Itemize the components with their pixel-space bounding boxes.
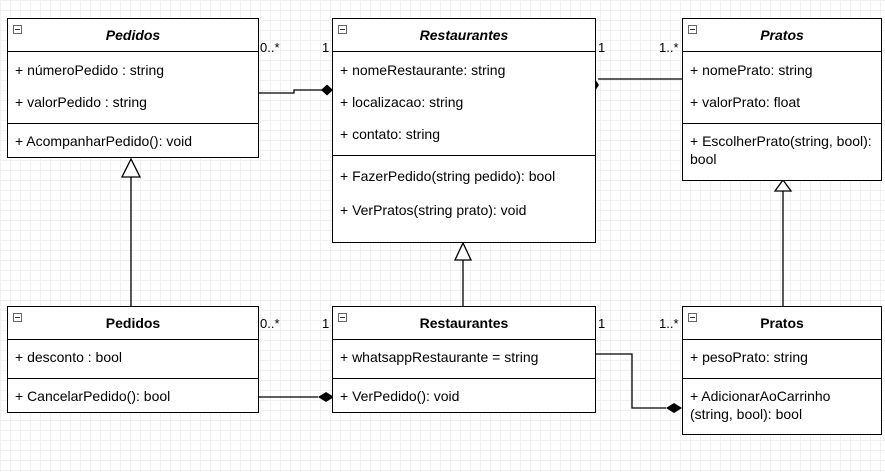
attribute[interactable]: + valorPrato: float	[690, 94, 801, 110]
class-header[interactable]: Restaurantes	[333, 307, 595, 340]
methods-section: + AcompanharPedido(): void	[8, 124, 258, 159]
class-name: Pedidos	[105, 27, 161, 43]
collapse-icon[interactable]	[338, 25, 347, 34]
collapse-icon[interactable]	[338, 313, 347, 322]
composition-diamond	[318, 392, 334, 402]
methods-section: + AdicionarAoCarrinho (string, bool): bo…	[683, 379, 881, 436]
attribute[interactable]: + whatsappRestaurante = string	[340, 349, 539, 365]
inheritance-arrowhead	[120, 157, 142, 178]
class-header[interactable]: Pedidos	[8, 307, 258, 340]
method[interactable]: + VerPratos(string prato): void	[340, 202, 527, 218]
class-header[interactable]: Pratos	[683, 307, 881, 340]
multiplicity-label: 1	[322, 40, 330, 55]
collapse-icon[interactable]	[688, 313, 697, 322]
attribute[interactable]: + nomePrato: string	[690, 62, 813, 78]
inheritance-arrowhead	[453, 241, 473, 261]
attribute[interactable]: + pesoPrato: string	[690, 349, 808, 365]
methods-section: + EscolherPrato(string, bool): bool	[683, 124, 881, 182]
multiplicity-label: 1..*	[659, 40, 679, 55]
collapse-icon[interactable]	[688, 25, 697, 34]
class-pratos[interactable]: Pratos + pesoPrato: string + AdicionarAo…	[682, 306, 882, 435]
class-pedidos[interactable]: Pedidos + desconto : bool + CancelarPedi…	[7, 306, 259, 413]
collapse-icon[interactable]	[13, 25, 22, 34]
class-restaurantes[interactable]: Restaurantes + whatsappRestaurante = str…	[332, 306, 596, 413]
methods-section: + FazerPedido(string pedido): bool + Ver…	[333, 156, 595, 244]
assoc-pedidos-restaurantes-top[interactable]	[258, 89, 329, 94]
method[interactable]: + FazerPedido(string pedido): bool	[340, 168, 556, 184]
multiplicity-label: 1	[598, 316, 606, 331]
methods-section: + CancelarPedido(): bool	[8, 379, 258, 414]
class-name: Pratos	[760, 27, 804, 43]
attributes-section: + pesoPrato: string	[683, 340, 881, 379]
method[interactable]: + EscolherPrato(string, bool): bool	[690, 133, 872, 167]
attribute[interactable]: + localizacao: string	[340, 94, 464, 110]
attributes-section: + desconto : bool	[8, 340, 258, 379]
attribute[interactable]: + desconto : bool	[15, 349, 123, 365]
multiplicity-label: 1	[322, 316, 330, 331]
attributes-section: + whatsappRestaurante = string	[333, 340, 595, 379]
attributes-section: + nomeRestaurante: string + localizacao:…	[333, 52, 595, 156]
composition-diamond	[666, 403, 682, 413]
method[interactable]: + CancelarPedido(): bool	[15, 388, 171, 404]
class-name: Restaurantes	[419, 27, 509, 43]
composition-diamond	[321, 84, 333, 96]
collapse-icon[interactable]	[13, 313, 22, 322]
attribute[interactable]: + nomeRestaurante: string	[340, 62, 506, 78]
class-name: Pratos	[760, 315, 804, 331]
attributes-section: + nomePrato: string + valorPrato: float	[683, 52, 881, 124]
inheritance-arrowhead	[773, 178, 793, 192]
method[interactable]: + AcompanharPedido(): void	[15, 133, 193, 149]
multiplicity-label: 0..*	[260, 40, 280, 55]
class-restaurantes-abstract[interactable]: Restaurantes + nomeRestaurante: string +…	[332, 18, 596, 243]
class-header[interactable]: Restaurantes	[333, 19, 595, 52]
assoc-restaurantes-pratos-bottom[interactable]	[596, 353, 666, 409]
method[interactable]: + VerPedido(): void	[340, 388, 460, 404]
multiplicity-label: 1	[598, 40, 606, 55]
class-header[interactable]: Pratos	[683, 19, 881, 52]
multiplicity-label: 0..*	[260, 316, 280, 331]
attribute[interactable]: + contato: string	[340, 126, 441, 142]
attribute[interactable]: + valorPedido : string	[15, 94, 147, 110]
attributes-section: + númeroPedido : string + valorPedido : …	[8, 52, 258, 124]
multiplicity-label: 1..*	[659, 316, 679, 331]
class-name: Restaurantes	[419, 315, 509, 331]
methods-section: + VerPedido(): void	[333, 379, 595, 414]
class-pratos-abstract[interactable]: Pratos + nomePrato: string + valorPrato:…	[682, 18, 882, 181]
class-header[interactable]: Pedidos	[8, 19, 258, 52]
class-name: Pedidos	[105, 315, 161, 331]
class-pedidos-abstract[interactable]: Pedidos + númeroPedido : string + valorP…	[7, 18, 259, 158]
attribute[interactable]: + númeroPedido : string	[15, 62, 165, 78]
method[interactable]: + AdicionarAoCarrinho (string, bool): bo…	[690, 388, 831, 422]
